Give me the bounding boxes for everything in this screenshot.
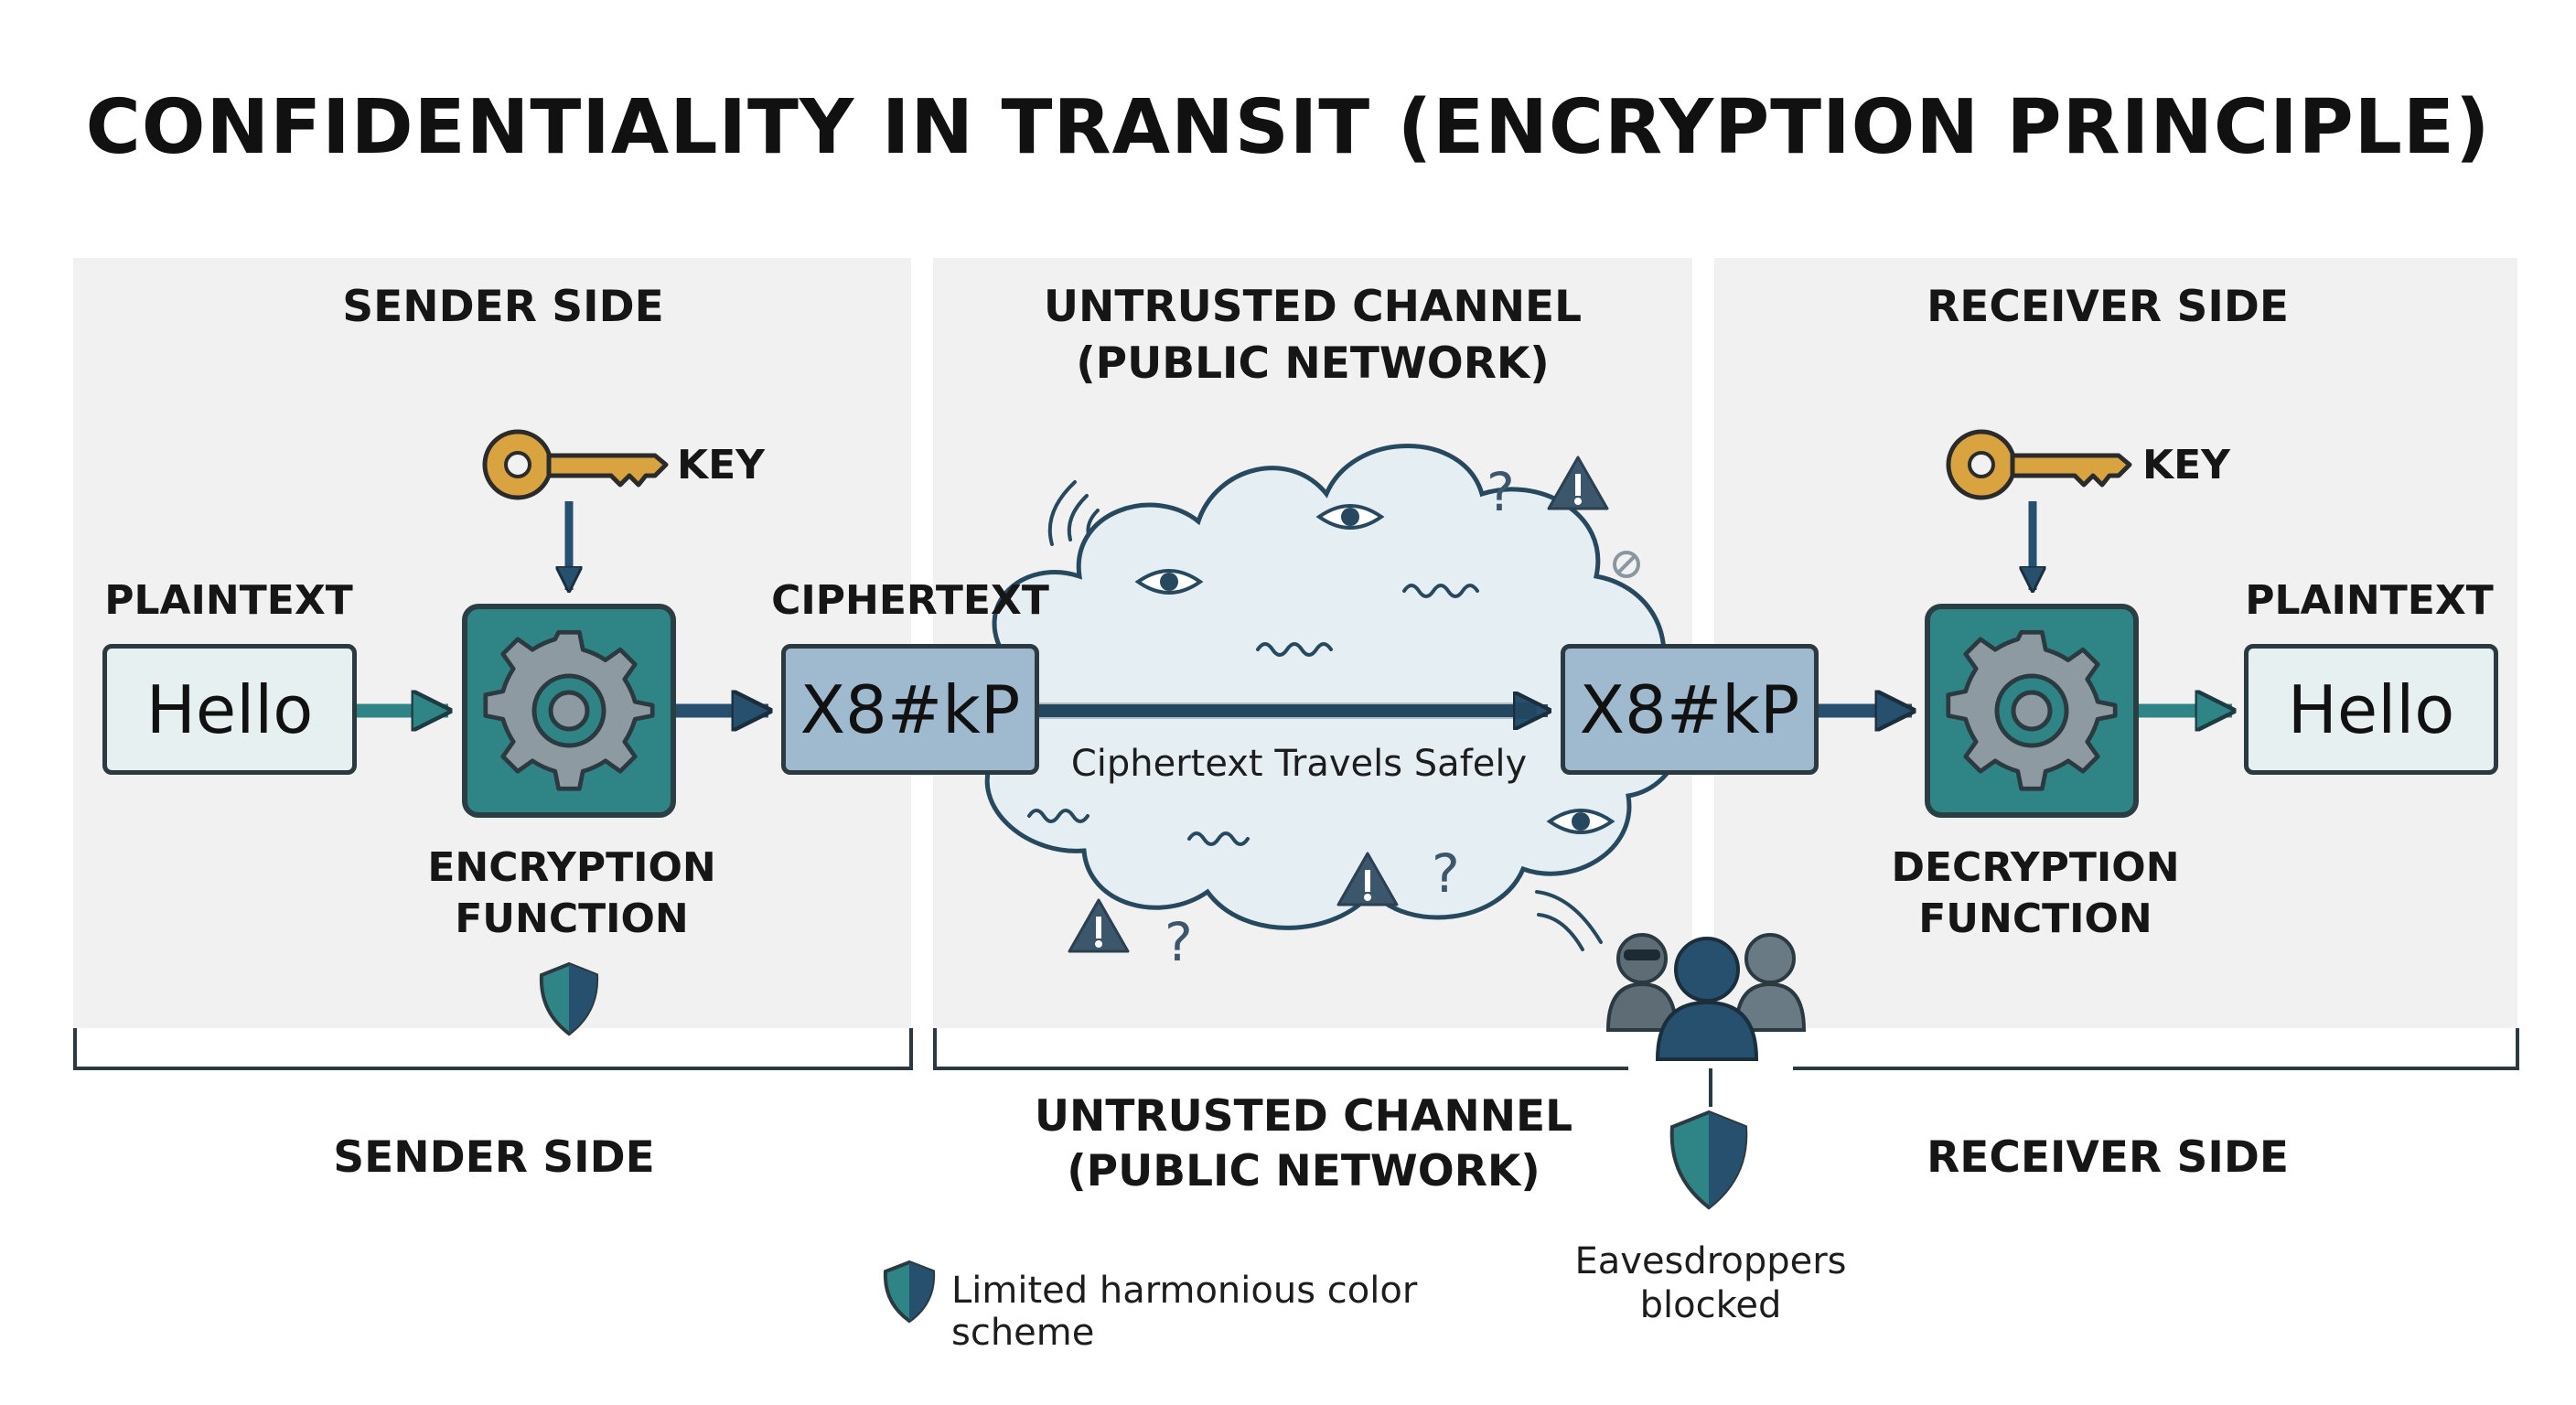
channel-caption: Ciphertext Travels Safely: [1070, 743, 1528, 785]
noise-squiggle-icon: [1187, 831, 1250, 846]
eavesdroppers-blocked-line-2: blocked: [1639, 1284, 1782, 1326]
signal-waves-icon: [1047, 480, 1100, 546]
decryption-function-label-2: FUNCTION: [1918, 896, 2152, 942]
receiver-bottom-label: RECEIVER SIDE: [1927, 1132, 2289, 1183]
blocked-icon: [1613, 551, 1640, 578]
noise-squiggle-icon: [1027, 809, 1089, 823]
receiver-plaintext-label: PLAINTEXT: [2245, 577, 2494, 624]
eye-icon: [1546, 809, 1615, 834]
warning-icon: [1547, 456, 1609, 510]
key-icon: [482, 429, 669, 500]
sender-header: SENDER SIDE: [342, 282, 664, 332]
ciphertext-label: CIPHERTEXT: [771, 577, 1049, 624]
shield-icon: [539, 961, 599, 1036]
section-brackets: [73, 1028, 2519, 1107]
receiver-plaintext-box: Hello: [2244, 644, 2498, 775]
shield-icon: [883, 1260, 936, 1324]
eye-icon: [1315, 504, 1385, 530]
receiver-header: RECEIVER SIDE: [1927, 282, 2289, 332]
question-mark-icon: ?: [1487, 461, 1515, 523]
page-title: CONFIDENTIALITY IN TRANSIT (ENCRYPTION P…: [85, 84, 2491, 171]
eavesdroppers-icon: [1605, 933, 1807, 1061]
eavesdroppers-blocked-line-1: Eavesdroppers: [1574, 1240, 1847, 1282]
encryption-function-label-1: ENCRYPTION: [427, 844, 716, 891]
warning-icon: [1336, 852, 1399, 906]
noise-squiggle-icon: [1402, 584, 1479, 598]
received-ciphertext-box: X8#kP: [1561, 644, 1819, 775]
signal-waves-icon: [1535, 890, 1603, 951]
ciphertext-output-box: X8#kP: [781, 644, 1039, 775]
channel-bottom-label-1: UNTRUSTED CHANNEL: [1034, 1091, 1573, 1142]
encryption-function-label-2: FUNCTION: [455, 896, 689, 942]
plaintext-label: PLAINTEXT: [104, 577, 353, 624]
question-mark-icon: ?: [1165, 911, 1193, 973]
key-icon: [1946, 429, 2132, 500]
eye-icon: [1134, 569, 1204, 595]
channel-header-line-1: UNTRUSTED CHANNEL: [1043, 282, 1583, 332]
gear-icon: [1946, 629, 2118, 791]
shield-icon: [1669, 1110, 1748, 1210]
receiver-key-label: KEY: [2142, 442, 2231, 488]
gear-icon: [483, 629, 655, 791]
decryption-function-box: [1925, 604, 2139, 818]
warning-icon: [1068, 898, 1130, 953]
sender-bottom-label: SENDER SIDE: [333, 1132, 655, 1183]
legend-note: Limited harmonious color scheme: [951, 1270, 1418, 1354]
channel-header-line-2: (PUBLIC NETWORK): [1076, 338, 1550, 389]
key-label: KEY: [677, 442, 766, 488]
noise-squiggle-icon: [1256, 642, 1333, 657]
question-mark-icon: ?: [1432, 842, 1460, 905]
encryption-function-box: [462, 604, 676, 818]
decryption-function-label-1: DECRYPTION: [1891, 844, 2180, 891]
plaintext-input-box: Hello: [102, 644, 357, 775]
channel-bottom-label-2: (PUBLIC NETWORK): [1067, 1146, 1540, 1196]
